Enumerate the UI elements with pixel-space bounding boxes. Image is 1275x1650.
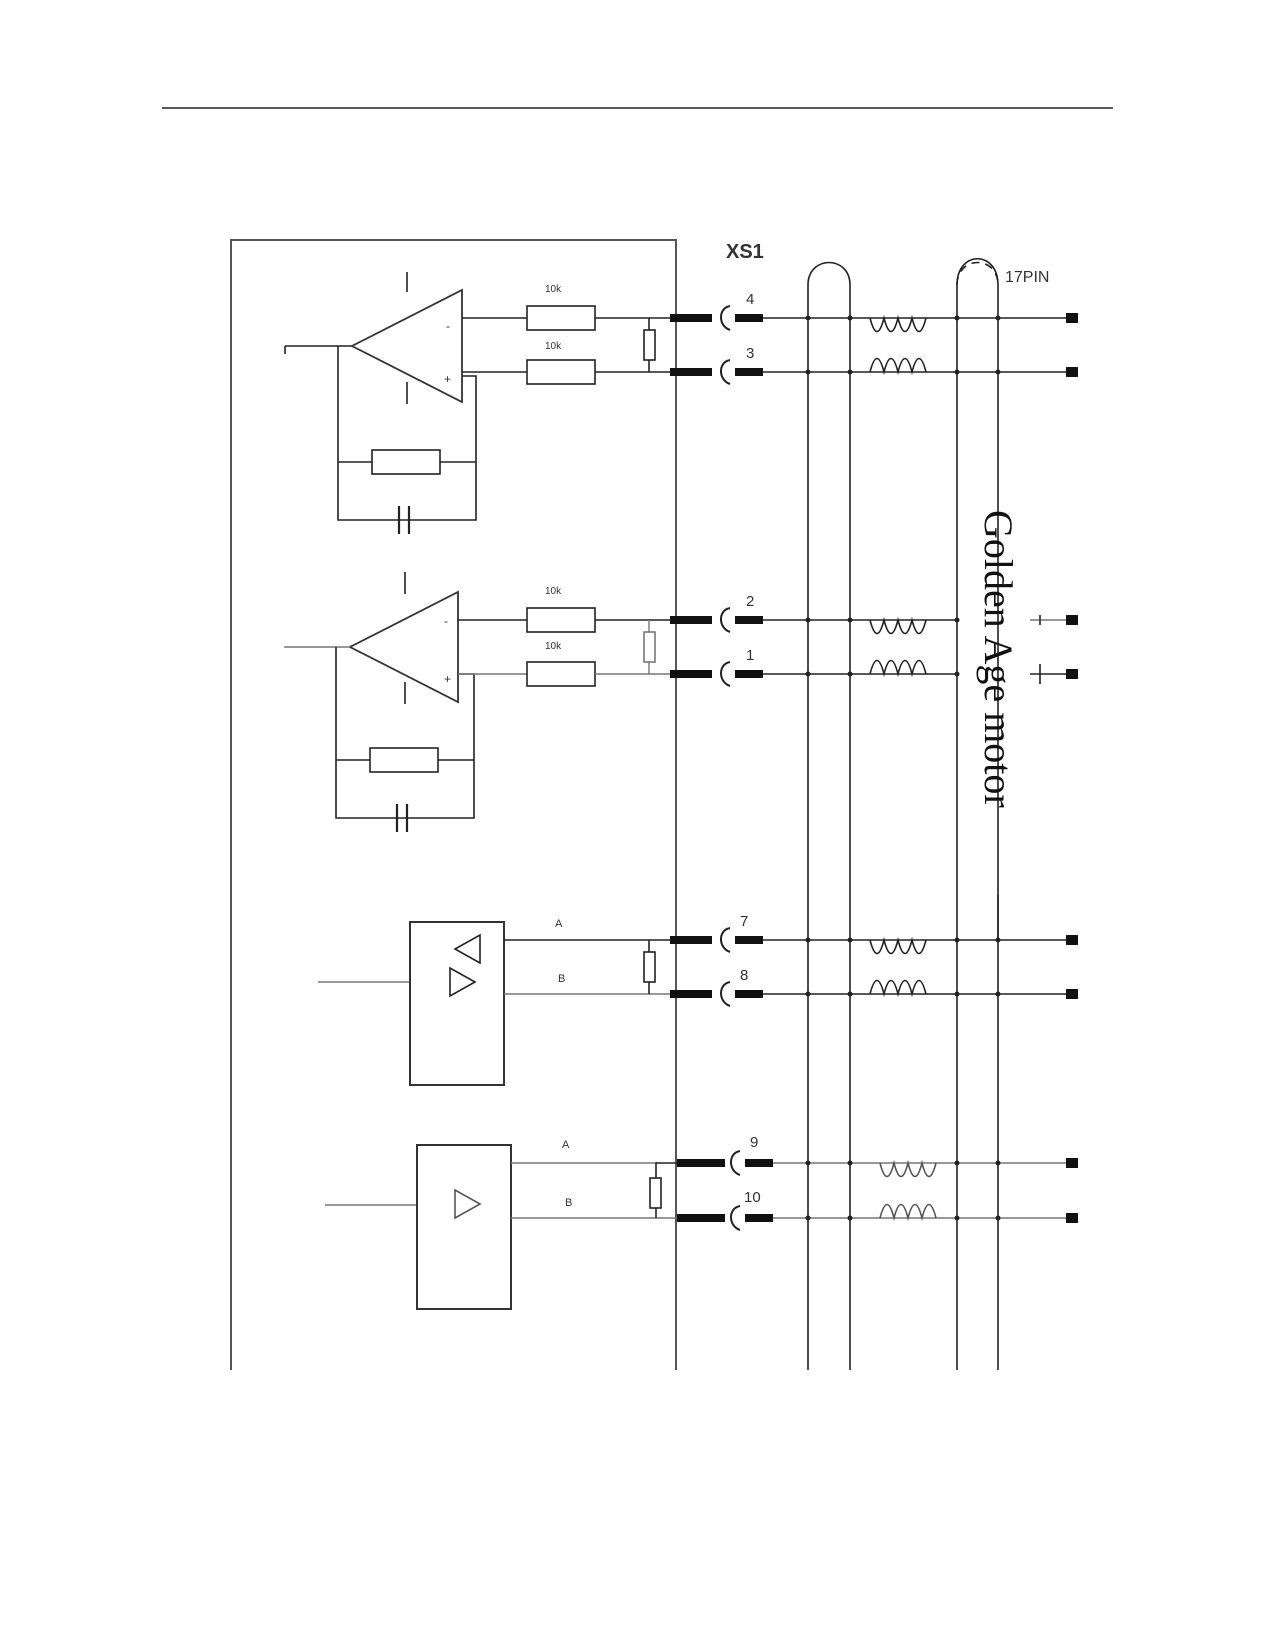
op-amp-1-plus: + <box>444 372 451 386</box>
motor-terminal-3b <box>1066 989 1078 999</box>
termination-resistor-3 <box>643 951 656 983</box>
termination-resistor-4 <box>649 1177 662 1209</box>
cable-shield-right <box>956 258 999 1370</box>
pin-label-8: 8 <box>740 967 748 984</box>
resistor-1b-value: 10k <box>545 341 562 352</box>
driver-symbol-3a <box>453 933 481 965</box>
op-amp-1 <box>350 288 463 404</box>
motor-terminal-1b <box>1066 367 1078 377</box>
twisted-pair-2 <box>869 616 927 678</box>
channel-3: A B 7 8 <box>318 913 1078 1086</box>
channel-1: - + 10k 10k 4 3 <box>284 272 1078 534</box>
channel-2: - + 10k 10k 2 1 <box>284 572 1078 832</box>
line-label-4a: A <box>562 1139 570 1151</box>
shield-junctions <box>805 315 1001 1221</box>
connector-label: XS1 <box>726 241 764 263</box>
pin-count-label: 17PIN <box>1005 269 1049 286</box>
op-amp-1-minus: - <box>446 319 450 333</box>
twisted-pair-1 <box>869 314 927 376</box>
resistor-1a-value: 10k <box>545 284 562 295</box>
op-amp-2-minus: - <box>444 614 448 628</box>
motor-label: Golden Age motor <box>976 510 1021 808</box>
input-resistor-2b <box>526 661 596 687</box>
input-resistor-1b <box>526 359 596 385</box>
pin-label-1: 1 <box>746 647 754 664</box>
pin-label-2: 2 <box>746 593 754 610</box>
termination-resistor-2 <box>643 631 656 663</box>
pin-label-10: 10 <box>744 1189 761 1206</box>
line-driver-1 <box>409 921 505 1086</box>
resistor-2b-value: 10k <box>545 641 562 652</box>
motor-terminal-1a <box>1066 313 1078 323</box>
twisted-pair-3 <box>869 936 927 998</box>
line-label-3a: A <box>555 918 563 930</box>
line-driver-2 <box>416 1144 512 1310</box>
pin-label-3: 3 <box>746 345 754 362</box>
pin-label-7: 7 <box>740 913 748 930</box>
motor-terminal-2b <box>1066 669 1078 679</box>
pin-label-9: 9 <box>750 1134 758 1151</box>
op-amp-2 <box>348 590 459 704</box>
cable-shield-left <box>807 261 851 1370</box>
feedback-resistor-2 <box>369 747 439 773</box>
pin-label-4: 4 <box>746 291 754 308</box>
motor-terminal-2a <box>1066 615 1078 625</box>
termination-resistor-1 <box>643 329 656 361</box>
motor-terminal-3a <box>1066 935 1078 945</box>
op-amp-2-plus: + <box>444 672 451 686</box>
driver-symbol-3b <box>449 966 477 998</box>
channel-4: A B 9 10 <box>325 1134 1078 1310</box>
driver-symbol-4 <box>454 1188 482 1220</box>
twisted-pair-4 <box>879 1159 937 1222</box>
drive-enclosure <box>230 239 677 1370</box>
resistor-2a-value: 10k <box>545 586 562 597</box>
feedback-resistor-1 <box>371 449 441 475</box>
input-resistor-2a <box>526 607 596 633</box>
motor-terminal-4b <box>1066 1213 1078 1223</box>
motor-terminal-4a <box>1066 1158 1078 1168</box>
line-label-4b: B <box>565 1197 572 1209</box>
input-resistor-1a <box>526 305 596 331</box>
line-label-3b: B <box>558 973 565 985</box>
